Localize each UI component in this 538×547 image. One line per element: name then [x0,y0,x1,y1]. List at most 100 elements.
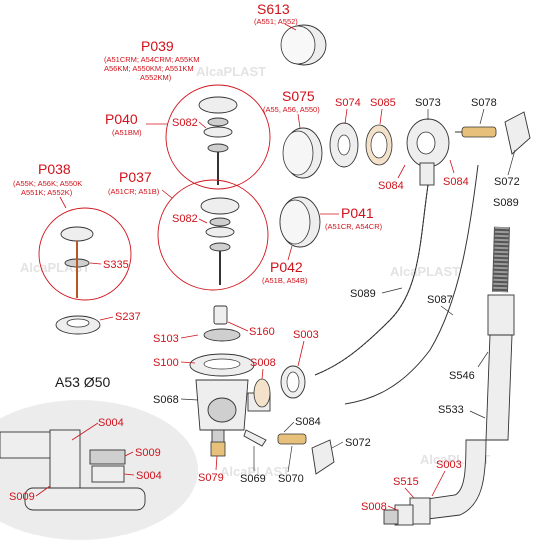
label-s003-mid: S003 [293,329,319,341]
label-s335: S335 [103,259,129,271]
leader-line [449,159,455,174]
connector-s070 [277,433,307,445]
label-s072-bottom: S072 [345,437,371,449]
flange-s100 [189,328,255,377]
label-s613: S613 [257,1,290,17]
label-s087: S087 [427,294,453,306]
cap-p041-p042 [279,196,321,248]
label-p040: P040 [105,111,138,127]
label-s004-bottom: S004 [136,470,162,482]
hose-s089 [314,184,429,376]
leader-line [431,470,446,497]
inset-title: A53 Ø50 [55,374,110,390]
watermark: AlcaPLAST [196,64,266,79]
part-s074 [329,122,359,168]
label-s075: S075 [282,88,315,104]
label-s546: S546 [449,370,475,382]
label-s103: S103 [153,333,179,345]
leader-line [381,287,403,294]
cable-s087 [344,164,479,405]
leader-line [287,245,293,261]
label-s004-top: S004 [98,417,124,429]
watermark: AlcaPLAST [220,464,290,479]
leader-line [479,108,485,125]
models-p038-line2: A551K; A552K) [21,188,73,197]
leader-line [59,196,67,209]
leader-line [198,218,208,224]
label-s160: S160 [249,326,275,338]
leader-line [331,441,344,449]
overflow-body-s073 [406,118,450,186]
models-p041: (A51CR, A54CR) [325,222,383,231]
label-p042: P042 [270,259,303,275]
lever-s069 [243,429,267,447]
label-s008-mid: S008 [250,357,276,369]
label-s069: S069 [240,473,266,485]
models-s075: (A55, A56, A550) [263,105,320,114]
group-p037 [157,179,269,291]
hose-s089-short [492,226,510,293]
leader-line [71,422,99,441]
label-p039: P039 [141,38,174,54]
leader-line [477,351,489,368]
leader-line [379,108,383,125]
label-p037: P037 [119,169,152,185]
label-s089-mid: S089 [350,288,376,300]
leader-line [180,334,199,339]
models-p039-line1: (A51CRM; A54CRM; A55KM [104,55,199,64]
label-s100: S100 [153,357,179,369]
watermark: AlcaPLAST [390,264,460,279]
group-p038 [38,207,132,301]
leader-line [284,23,297,31]
label-s072-top: S072 [494,176,520,188]
inset-a53 [0,400,198,540]
label-s082-top: S082 [172,117,198,129]
label-s084-right: S084 [443,176,469,188]
leader-line [89,262,102,265]
label-s009-right: S009 [135,447,161,459]
leader-line [397,164,406,179]
label-p038: P038 [38,161,71,177]
leader-line [35,485,51,497]
label-s003-bottom: S003 [436,459,462,471]
plate-s072-top [504,111,531,155]
leader-line [123,473,135,476]
leader-line [198,121,207,129]
label-s008-bottom: S008 [361,501,387,513]
models-p038-line1: (A55K; A56K; A550K [13,179,82,188]
label-s074: S074 [335,97,361,109]
label-p041: P041 [341,205,374,221]
models-p039-line3: A552KM) [140,73,172,82]
label-s515: S515 [393,476,419,488]
cap-s075 [282,127,323,179]
leader-line [387,505,398,511]
gasket-s085 [365,124,393,166]
leader-line [124,451,134,457]
label-s070: S070 [278,473,304,485]
leader-line [215,455,218,471]
leader-line [440,305,454,316]
leader-line [180,398,199,401]
models-p037: (A51CR; A51B) [108,187,160,196]
label-s079: S079 [198,472,224,484]
pipe-s546 [485,294,515,441]
ring-s237 [55,315,101,335]
cap-s613 [280,24,327,66]
label-s533: S533 [438,404,464,416]
strainer-s103 [213,305,228,325]
models-p040: (A51BM) [112,128,142,137]
plug-s079 [210,441,226,457]
label-s082-mid: S082 [172,213,198,225]
group-p039 [165,84,271,190]
fitting-s515 [383,497,431,526]
connector-s078 [455,126,497,138]
leader-line [404,487,415,499]
leader-line [99,316,114,321]
label-s078: S078 [471,97,497,109]
leader-line [261,368,264,380]
leader-line [161,189,173,199]
plate-s072-bottom [311,439,335,475]
leader-line [227,321,249,332]
label-s085: S085 [370,97,396,109]
